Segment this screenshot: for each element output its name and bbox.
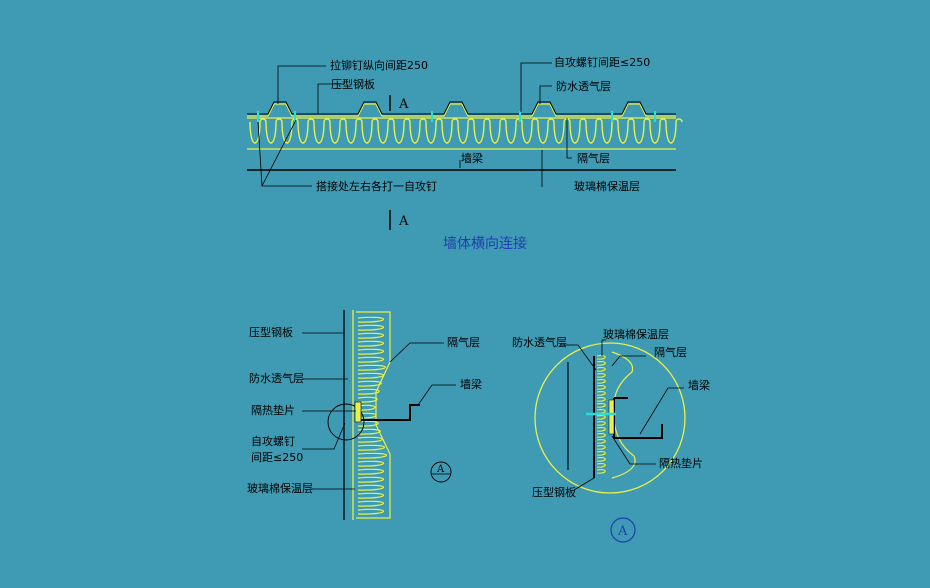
- label-glass-wool: 玻璃棉保温层: [574, 179, 640, 193]
- right-detail: 防水透气层 玻璃棉保温层 隔气层 墙梁 隔热垫片 压型钢板 A: [512, 327, 710, 543]
- right-detail-symbol: [610, 517, 636, 543]
- section-mark-bottom: A: [398, 214, 409, 229]
- right-wall-beam: [613, 398, 663, 439]
- top-section: A A 拉铆钉纵向间距250 压型钢板 自攻螺钉间距≤250 防水透气层 墙梁 …: [247, 55, 683, 252]
- left-section-symbol: [430, 461, 452, 483]
- section-mark-top: A: [398, 97, 409, 112]
- right-detail-circle: [534, 342, 686, 494]
- right-leaders: [560, 339, 684, 491]
- left-insulation-outer: [356, 311, 391, 519]
- right-label-profiled-steel: 压型钢板: [532, 485, 576, 499]
- left-insulation: [357, 316, 388, 515]
- top-caption: 墙体横向连接: [443, 235, 527, 252]
- left-detail: 压型钢板 防水透气层 隔热垫片 自攻螺钉 间距≤250 玻璃棉保温层 隔气层 墙…: [247, 310, 482, 520]
- right-label-breathable-layer: 防水透气层: [512, 335, 567, 349]
- left-label-profiled-steel: 压型钢板: [249, 325, 293, 339]
- left-label-thermal-pad: 隔热垫片: [251, 403, 295, 417]
- profiled-steel-sheet: [247, 103, 676, 117]
- label-wall-beam: 墙梁: [461, 151, 483, 165]
- label-vapor-barrier: 隔气层: [577, 151, 610, 165]
- left-label-glass-wool: 玻璃棉保温层: [247, 481, 313, 495]
- right-label-wall-beam: 墙梁: [688, 378, 710, 392]
- right-label-vapor-barrier: 隔气层: [654, 345, 687, 359]
- label-breathable-layer: 防水透气层: [556, 79, 611, 93]
- label-lap-screws: 搭接处左右各打一自攻钉: [316, 179, 437, 193]
- label-self-tap-spacing: 自攻螺钉间距≤250: [554, 55, 650, 69]
- left-thermal-pad: [354, 401, 362, 423]
- screw-markers: [257, 111, 656, 122]
- insulation-wave: [249, 118, 683, 144]
- right-detail-letter: A: [617, 524, 628, 539]
- left-leaders: [302, 332, 456, 490]
- left-label-vapor-barrier: 隔气层: [447, 335, 480, 349]
- profiled-steel-outline: [247, 101, 676, 115]
- left-callout-circle: [327, 403, 365, 441]
- leader-lines: [257, 62, 572, 187]
- label-profiled-steel: 压型钢板: [331, 77, 375, 91]
- right-thermal-pad: [608, 399, 615, 435]
- right-label-thermal-pad: 隔热垫片: [659, 456, 703, 470]
- left-label-self-tap-2: 间距≤250: [251, 451, 303, 464]
- left-label-wall-beam: 墙梁: [460, 377, 482, 391]
- left-label-self-tap-1: 自攻螺钉: [251, 434, 295, 448]
- right-insulation: [596, 355, 606, 474]
- right-label-glass-wool: 玻璃棉保温层: [603, 327, 669, 341]
- label-rivet-spacing: 拉铆钉纵向间距250: [330, 58, 428, 72]
- left-section-letter: A: [436, 464, 445, 475]
- left-label-breathable-layer: 防水透气层: [249, 371, 304, 385]
